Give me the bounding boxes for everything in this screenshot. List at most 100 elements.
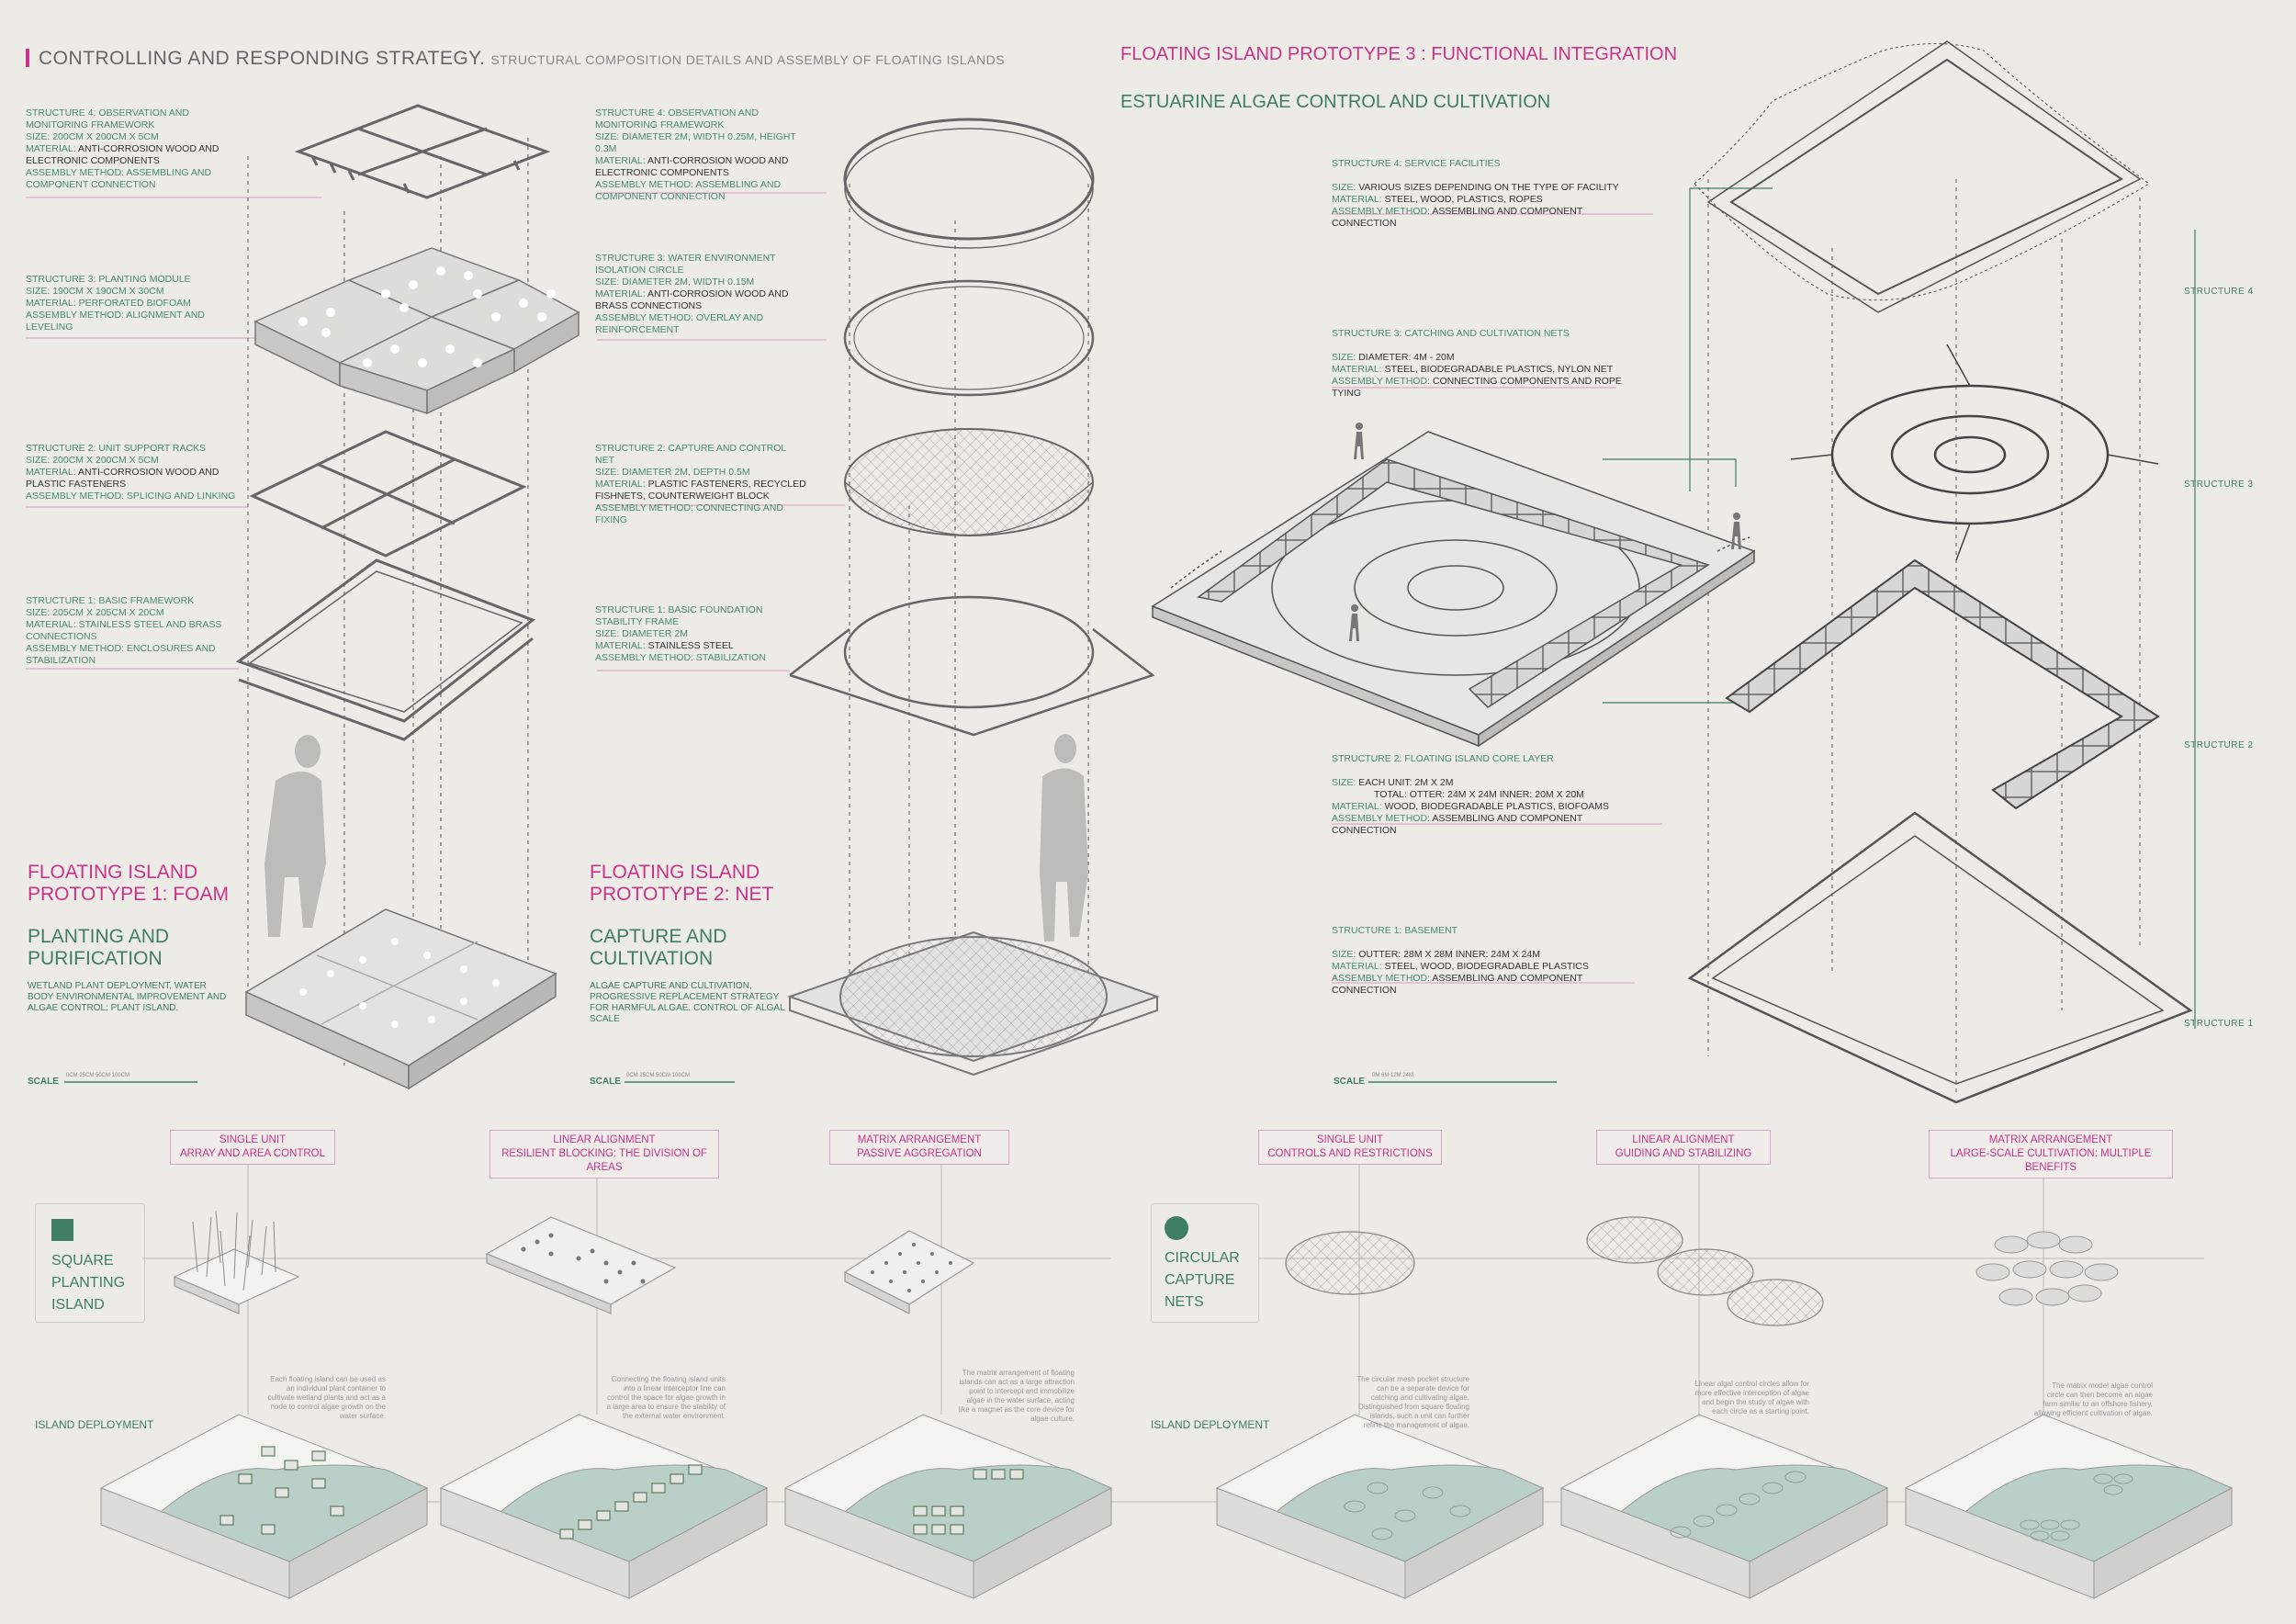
- spec-key-size: SIZE:: [26, 286, 51, 297]
- spec-method: CONNECTING COMPONENTS AND ROPE TYING: [1332, 376, 1622, 399]
- box-line-1: LINEAR ALIGNMENT: [553, 1134, 656, 1145]
- square-box-matrix-arrangement: MATRIX ARRANGEMENT PASSIVE AGGREGATION: [829, 1130, 1009, 1165]
- terrain-1: [99, 1414, 429, 1599]
- circle-note-matrix: The matrix model algae control circle ca…: [2033, 1382, 2153, 1417]
- p2-description: ALGAE CAPTURE AND CULTIVATION, PROGRESSI…: [590, 981, 785, 1024]
- spec-key-method: ASSEMBLY METHOD:: [26, 491, 124, 502]
- spec-key-method: ASSEMBLY METHOD:: [595, 652, 693, 663]
- box-line-1: MATRIX ARRANGEMENT: [1988, 1134, 2113, 1145]
- p2-spec-structure-3: STRUCTURE 3: WATER ENVIRONMENT ISOLATION…: [595, 253, 806, 336]
- circle-box-single-unit: SINGLE UNIT CONTROLS AND RESTRICTIONS: [1258, 1130, 1442, 1165]
- box-line-2: RESILIENT BLOCKING: THE DIVISION OF AREA…: [501, 1148, 707, 1173]
- p3-spec-structure-3: STRUCTURE 3: CATCHING AND CULTIVATION NE…: [1332, 328, 1635, 400]
- p2-leader-lines: [597, 192, 845, 671]
- p1-subtitle-line-2: PURIFICATION: [28, 948, 163, 969]
- p2-spec-structure-2: STRUCTURE 2: CAPTURE AND CONTROL NET SIZ…: [595, 443, 806, 526]
- spec-title: STRUCTURE 3: CATCHING AND CULTIVATION NE…: [1332, 328, 1570, 339]
- spec-title: STRUCTURE 2: CAPTURE AND CONTROL NET: [595, 443, 786, 466]
- p3-scale-numbers: 0M 6M 12M 24M: [1372, 1073, 1414, 1078]
- p3-structure-1-basement: [1687, 811, 2193, 1104]
- spec-title: STRUCTURE 1: BASIC FOUNDATION STABILITY …: [595, 604, 763, 627]
- terrain-4: [1215, 1414, 1545, 1599]
- circle-legend-text: CIRCULAR CAPTURE NETS: [1165, 1247, 1240, 1314]
- spec-method: ASSEMBLING AND COMPONENT CONNECTION: [595, 179, 782, 202]
- p2-structure-3-ring: [843, 279, 1095, 397]
- p3-spec-structure-2: STRUCTURE 2: FLOATING ISLAND CORE LAYER …: [1332, 753, 1635, 837]
- p3-scale-label: SCALE: [1334, 1077, 1365, 1087]
- square-note-matrix: The matrix arrangement of floating islan…: [958, 1369, 1075, 1423]
- p1-description: WETLAND PLANT DEPLOYMENT, WATER BODY ENV…: [28, 981, 227, 1013]
- spec-title: STRUCTURE 4: SERVICE FACILITIES: [1332, 158, 1501, 169]
- legend-line: SQUARE: [51, 1253, 114, 1269]
- square-note-linear: Connecting the floating island units int…: [606, 1375, 726, 1420]
- p2-title-line-2: PROTOTYPE 2: NET: [590, 884, 774, 905]
- spec-size: DIAMETER 2M, WIDTH 0.15M: [622, 276, 755, 288]
- spec-method: ENCLOSURES AND STABILIZATION: [26, 643, 216, 666]
- spec-size: 200CM X 200CM X 5CM: [52, 455, 159, 466]
- circle-box-linear-alignment: LINEAR ALIGNMENT GUIDING AND STABILIZING: [1596, 1130, 1771, 1165]
- spec-key-size: SIZE:: [595, 276, 620, 288]
- p3-structure-4-facility: [1694, 40, 2150, 313]
- spec-title: STRUCTURE 2: FLOATING ISLAND CORE LAYER: [1332, 753, 1554, 764]
- spec-key-method: ASSEMBLY METHOD:: [595, 312, 693, 323]
- spec-title: STRUCTURE 4: OBSERVATION AND MONITORING …: [595, 107, 759, 130]
- box-line-1: SINGLE UNIT: [219, 1134, 287, 1145]
- box-line-1: SINGLE UNIT: [1316, 1134, 1384, 1145]
- p2-assembled-net: [786, 930, 1161, 1077]
- spec-method: ASSEMBLING AND COMPONENT CONNECTION: [1332, 973, 1583, 996]
- box-line-2: LARGE-SCALE CULTIVATION: MULTIPLE BENEFI…: [1950, 1148, 2152, 1173]
- p2-structure-1-frame: [789, 595, 1155, 737]
- square-legend: SQUARE PLANTING ISLAND: [35, 1203, 145, 1323]
- spec-key-material: MATERIAL:: [595, 288, 646, 299]
- p1-title-line-2: PROTOTYPE 1: FOAM: [28, 884, 229, 905]
- spec-key-size: SIZE:: [1332, 949, 1356, 960]
- p1-structure-1-frame: [235, 558, 536, 741]
- p2-subtitle-line-1: CAPTURE AND: [590, 926, 727, 947]
- p3-dashed-guides: [1707, 179, 2141, 1093]
- spec-material: ANTI-CORROSION WOOD AND ELECTRONIC COMPO…: [26, 143, 219, 166]
- spec-key-size: SIZE:: [595, 628, 620, 639]
- spec-material: PLASTIC FASTENERS, RECYCLED FISHNETS, CO…: [595, 479, 806, 502]
- p1-spec-structure-2: STRUCTURE 2: UNIT SUPPORT RACKS SIZE: 20…: [26, 443, 237, 502]
- spec-material: STEEL, WOOD, PLASTICS, ROPES: [1384, 194, 1543, 205]
- spec-key-size: SIZE:: [26, 607, 51, 618]
- page-header: CONTROLLING AND RESPONDING STRATEGY.STRU…: [26, 48, 1005, 70]
- spec-key-method: ASSEMBLY METHOD:: [26, 643, 124, 654]
- p1-spec-structure-3: STRUCTURE 3: PLANTING MODULE SIZE: 190CM…: [26, 274, 237, 333]
- square-deploy-label: ISLAND DEPLOYMENT: [35, 1418, 154, 1431]
- spec-key-material: MATERIAL:: [595, 155, 646, 166]
- spec-key-material: MATERIAL:: [1332, 364, 1382, 375]
- spec-key-material: MATERIAL:: [26, 143, 76, 154]
- spec-title: STRUCTURE 3: WATER ENVIRONMENT ISOLATION…: [595, 253, 776, 276]
- p3-spec-structure-4: STRUCTURE 4: SERVICE FACILITIES SIZE: VA…: [1332, 158, 1635, 230]
- spec-material: STEEL, BIODEGRADABLE PLASTICS, NYLON NET: [1384, 364, 1614, 375]
- spec-material: PERFORATED BIOFOAM: [78, 298, 191, 309]
- box-line-2: ARRAY AND AREA CONTROL: [179, 1148, 326, 1159]
- spec-key-size: SIZE:: [595, 467, 620, 478]
- circle-legend: CIRCULAR CAPTURE NETS: [1151, 1203, 1259, 1323]
- spec-method: ASSEMBLING AND COMPONENT CONNECTION: [1332, 813, 1583, 836]
- p2-scale-numbers: 0CM 25CM 50CM 100CM: [626, 1073, 691, 1078]
- box-line-1: MATRIX ARRANGEMENT: [857, 1134, 982, 1145]
- spec-title: STRUCTURE 2: UNIT SUPPORT RACKS: [26, 443, 207, 454]
- p2-title: FLOATING ISLAND PROTOTYPE 2: NET: [590, 862, 773, 906]
- spec-key-material: MATERIAL:: [595, 640, 646, 651]
- spec-title: STRUCTURE 3: PLANTING MODULE: [26, 274, 191, 285]
- spec-key-material: MATERIAL:: [26, 619, 76, 630]
- p3-assembled-island: [1151, 431, 1756, 748]
- p2-human-figure: [1040, 734, 1088, 942]
- box-line-2: GUIDING AND STABILIZING: [1615, 1148, 1752, 1159]
- spec-size: 200CM X 200CM X 5CM: [52, 131, 159, 142]
- p1-assembled-island: [244, 908, 557, 1090]
- spec-method: ALIGNMENT AND LEVELING: [26, 310, 205, 333]
- spec-size: DIAMETER 2M: [622, 628, 688, 639]
- p3-title: FLOATING ISLAND PROTOTYPE 3 : FUNCTIONAL…: [1120, 44, 1678, 64]
- p3-structure-4-tag: STRUCTURE 4: [2184, 287, 2254, 297]
- box-line-2: PASSIVE AGGREGATION: [857, 1148, 982, 1159]
- circle-legend-swatch: [1165, 1216, 1188, 1240]
- spec-key-material: MATERIAL:: [1332, 194, 1382, 205]
- spec-method: ASSEMBLING AND COMPONENT CONNECTION: [1332, 206, 1583, 229]
- circle-unit-single: [1285, 1231, 1415, 1295]
- square-note-single: Each floating island can be used as an i…: [267, 1375, 386, 1420]
- legend-line: CAPTURE: [1165, 1272, 1235, 1288]
